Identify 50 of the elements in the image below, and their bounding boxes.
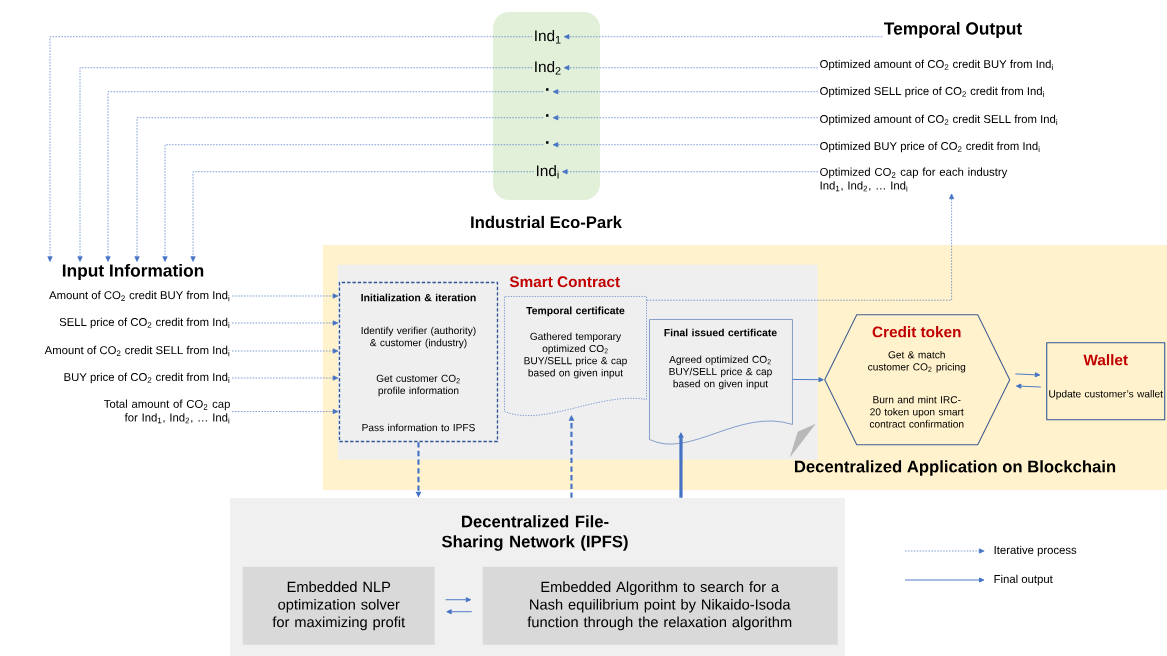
input-item: BUY price of CO$_{2}$ credit from Ind$_{i}$ <box>64 372 230 384</box>
arrow <box>563 34 883 40</box>
ellipsis-dot: · <box>546 114 549 117</box>
arrow <box>162 144 544 262</box>
wallet-box: Wallet Update customer’s wallet <box>1046 342 1166 421</box>
arrow <box>552 142 819 148</box>
certificate-document: Temporal certificate Gathered temporary optimized CO$_{2}$ BUY/SELL price & cap based on given input <box>504 296 647 416</box>
arrow <box>792 377 824 383</box>
arrow <box>231 348 339 354</box>
input-item: SELL price of CO$_{2}$ credit from Ind$_{i}$ <box>59 317 230 329</box>
arrow <box>563 65 819 71</box>
arrow <box>231 375 339 381</box>
arrow <box>552 115 819 121</box>
input-item: Amount of CO$_{2}$ credit SELL from Ind$_{i}$ <box>44 345 230 357</box>
section-heading: Temporal Output <box>884 21 1022 39</box>
input-item: Amount of CO$_{2}$ credit BUY from Ind$_{i}$ <box>49 290 230 302</box>
arrow <box>105 91 544 262</box>
output-item: Optimized CO$_{2}$ cap for each industry Ind$_{1}$, Ind$_{2}$, … Ind$_{i}$ <box>820 167 1008 192</box>
output-item: Optimized amount of CO$_{2}$ credit BUY from Ind$_{i}$ <box>820 59 1053 71</box>
arrow <box>231 408 339 415</box>
arrow <box>562 169 819 175</box>
ellipsis-dot: · <box>546 141 549 144</box>
output-item: Optimized BUY price of CO$_{2}$ credit from Ind$_{i}$ <box>820 141 1040 153</box>
arrow <box>134 117 544 262</box>
algorithm-box: Embedded Algorithm to search for a Nash equilibrium point by Nikaido-Isoda function through the relaxation algorithm <box>482 566 838 645</box>
section-heading: Input Information <box>62 263 204 281</box>
ellipsis-dot: · <box>546 88 549 91</box>
token-hexagon: Credit token Get & match customer CO$_{2}$ pricing Burn and mint IRC-20 token upon smart contract confirmation <box>824 314 1011 446</box>
industry-label: Ind$_{2}$ <box>535 61 561 75</box>
legend-label: Iterative process <box>994 545 1077 557</box>
output-item: Optimized amount of CO$_{2}$ credit SELL from Ind$_{i}$ <box>820 114 1058 126</box>
arrow <box>646 193 955 301</box>
arrow <box>445 597 472 603</box>
arrow <box>446 609 473 615</box>
arrow <box>1014 372 1041 378</box>
arrow <box>552 89 819 95</box>
industry-label: Ind$_{1}$ <box>535 30 561 44</box>
arrow <box>190 171 535 262</box>
arrow <box>231 293 339 299</box>
input-item: Total amount of CO$_{2}$ cap for Ind$_{1}$, Ind$_{2}$, … Ind$_{i}$ <box>104 399 230 424</box>
arrow <box>47 36 533 262</box>
arrow <box>1016 383 1042 389</box>
legend-label: Final output <box>994 574 1053 586</box>
process-box: Initialization & iteration Identify verifier (authority) & customer (industry) Get customer CO$_{2}$ profile information Pass information to IPFS <box>338 281 499 443</box>
industry-label: Ind$_{i}$ <box>537 165 559 179</box>
solver-box: Embedded NLP optimization solver for maximizing profit <box>242 566 435 645</box>
arrow <box>77 67 533 262</box>
output-item: Optimized SELL price of CO$_{2}$ credit from Ind$_{i}$ <box>820 86 1044 98</box>
node-label: Industrial Eco-Park <box>471 215 622 229</box>
arrow <box>231 320 339 326</box>
